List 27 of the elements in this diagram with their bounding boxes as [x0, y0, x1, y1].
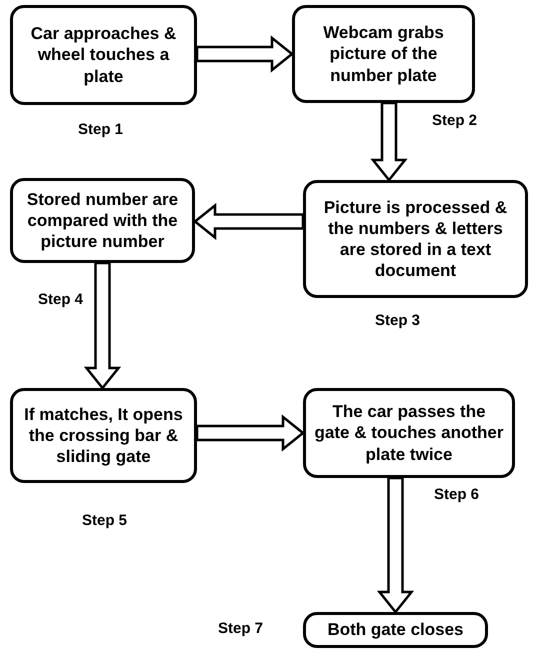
process-box	[303, 388, 515, 478]
step-label: Step 3	[375, 312, 420, 329]
step-label: Step 5	[82, 512, 128, 529]
block-arrow	[196, 414, 305, 452]
block-arrow	[84, 262, 122, 390]
block-arrow	[193, 202, 304, 240]
process-box	[10, 5, 197, 105]
block-arrow	[370, 102, 408, 182]
process-box	[303, 612, 488, 648]
step-description: Stored number are compared with the picture number	[26, 188, 180, 252]
step-description: Picture is processed & the numbers & letters are stored in a text document	[322, 196, 508, 282]
process-box	[10, 178, 195, 263]
step-label: Step 4	[38, 291, 84, 308]
step-description: Webcam grabs picture of the number plate	[322, 22, 445, 86]
block-arrow	[196, 35, 294, 73]
process-box	[10, 388, 197, 483]
step-label: Step 2	[432, 112, 478, 129]
step-label: Step 6	[434, 486, 480, 503]
step-label: Step 7	[218, 620, 264, 637]
block-arrow	[376, 476, 414, 614]
process-box	[303, 180, 528, 298]
step-label: Step 1	[78, 121, 124, 138]
step-description: Car approaches & wheel touches a plate	[30, 23, 178, 87]
step-description: Both gate closes	[327, 619, 464, 641]
process-box	[292, 5, 475, 103]
step-description: If matches, It opens the crossing bar & sliding gate	[23, 404, 184, 468]
step-description: The car passes the gate & touches another plate twice	[314, 401, 504, 465]
